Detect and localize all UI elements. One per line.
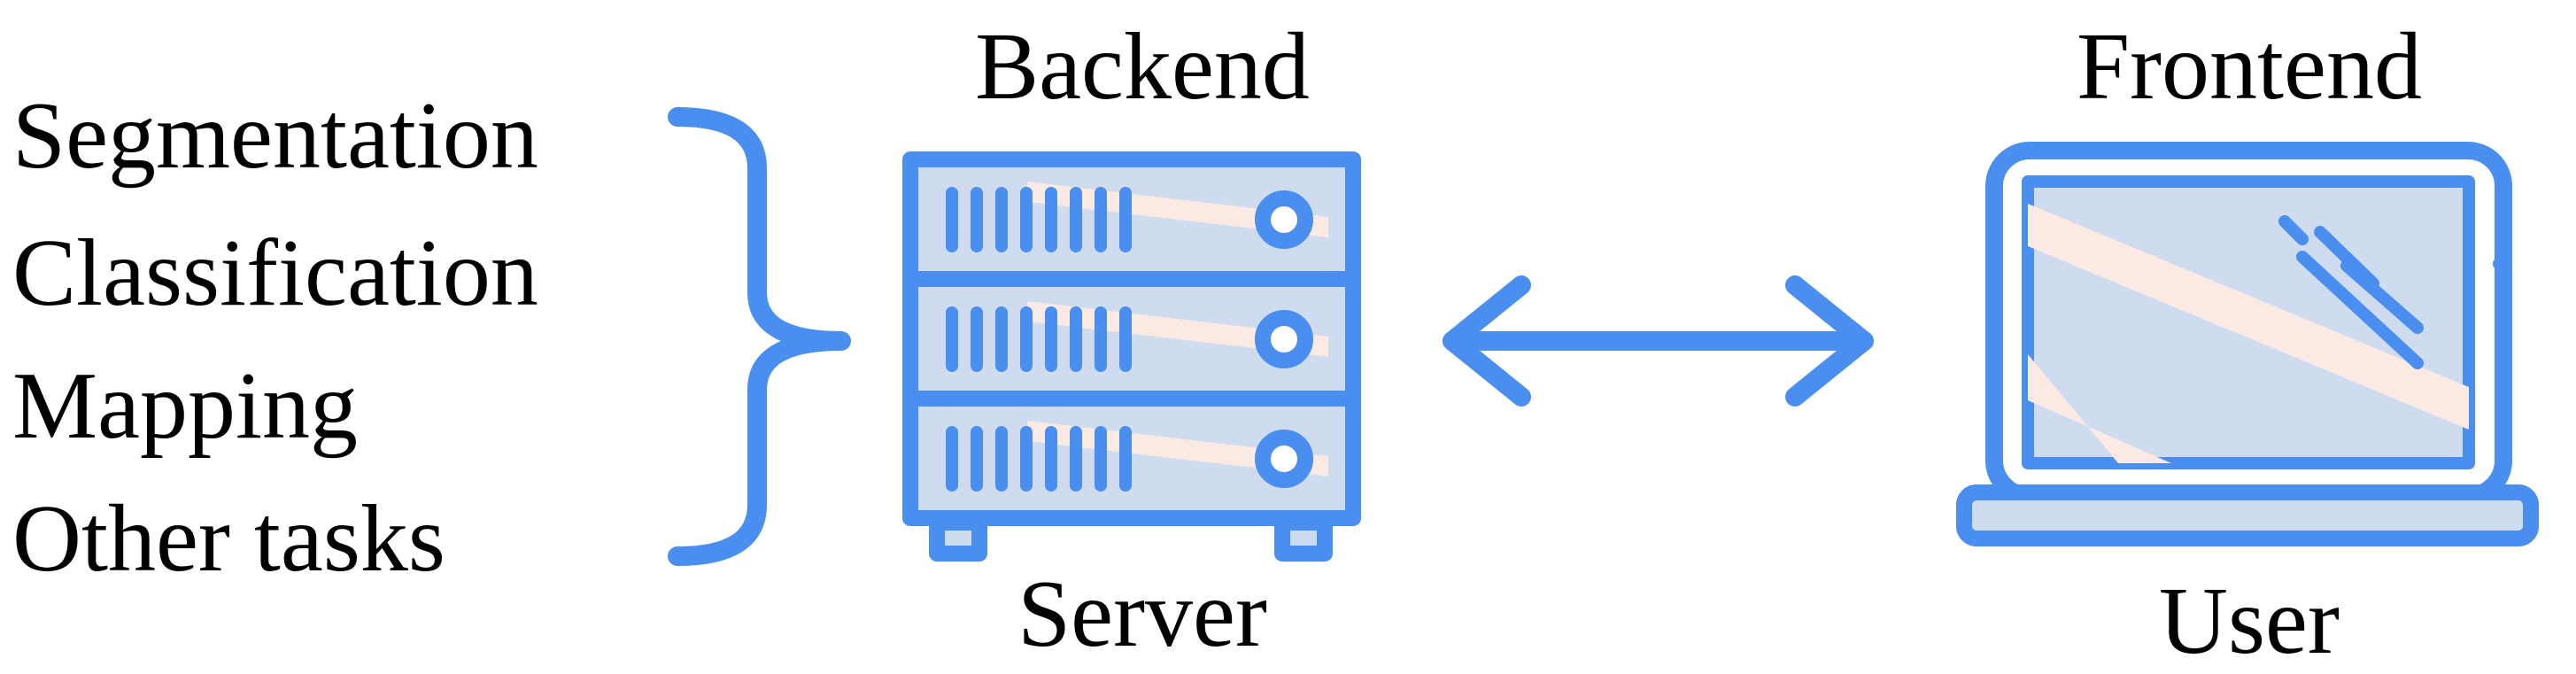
task-other: Other tasks: [12, 486, 445, 592]
server-rack-icon: [902, 151, 1361, 562]
server-unit-3: [902, 391, 1361, 526]
task-mapping: Mapping: [12, 353, 358, 459]
frontend-heading: Frontend: [2077, 14, 2422, 120]
curly-brace: [668, 107, 851, 566]
task-classification: Classification: [12, 221, 538, 326]
task-segmentation: Segmentation: [12, 83, 538, 189]
user-caption: User: [2159, 569, 2340, 674]
server-unit-2: [902, 271, 1361, 407]
bidirectional-arrow-icon: [1443, 275, 1874, 407]
laptop-icon: [1956, 142, 2539, 546]
server-unit-1: [902, 151, 1361, 287]
screen-glare: [2028, 204, 2469, 463]
backend-heading: Backend: [975, 14, 1310, 120]
server-caption: Server: [1017, 562, 1267, 667]
screen-reflection-marks: [2278, 215, 2424, 369]
